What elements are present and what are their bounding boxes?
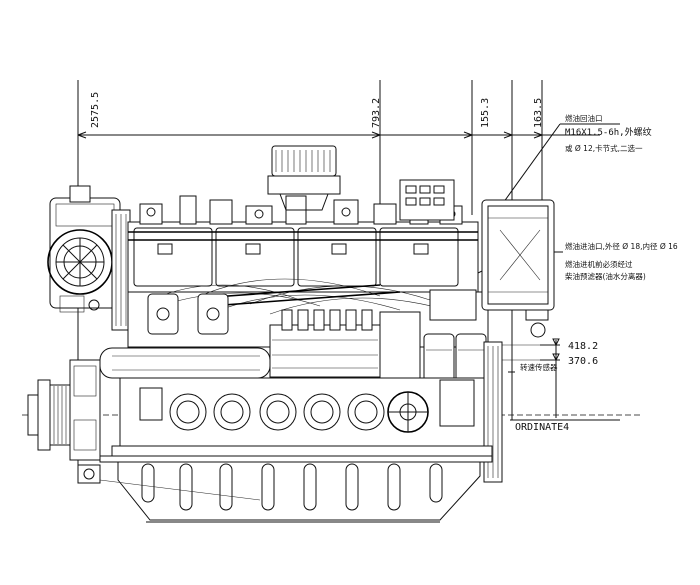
crankcase-covers <box>139 379 475 433</box>
heat-exchanger <box>481 199 555 338</box>
instrument-box <box>399 179 455 221</box>
dim-2575: 2575.5 <box>90 92 101 128</box>
cylinder-heads <box>128 227 478 287</box>
front-pulley <box>22 359 640 484</box>
engine-block <box>99 145 555 483</box>
dim-418: 418.2 <box>568 341 598 352</box>
injection-pump <box>269 309 381 378</box>
turbocharger-assembly <box>47 185 131 331</box>
dim-155: 155.3 <box>480 98 491 128</box>
fuel-inlet-note: 燃油进油口,外径 Ø 18,内径 Ø 16 <box>565 241 678 251</box>
dim-370: 370.6 <box>568 356 598 367</box>
fuel-return-title: 燃油回油口 <box>565 113 603 123</box>
fuel-return-spec1: M16X1.5-6h,外螺纹 <box>565 126 652 138</box>
fuel-return-spec2: 或 Ø 12,卡节式,二选一 <box>565 143 643 153</box>
filter-note-2: 柴油预滤器(油水分离器) <box>565 271 646 281</box>
top-air-inlet <box>267 145 341 211</box>
filter-note-1: 燃油进机前必须经过 <box>565 259 633 269</box>
speed-sensor-note: 转速传感器 <box>520 362 558 372</box>
ordinate-label: ORDINATE4 <box>515 422 569 433</box>
cylinder-plates <box>147 293 229 335</box>
dim-793: 793.2 <box>371 98 382 128</box>
dim-163: 163.5 <box>533 98 544 128</box>
fuel-pipes <box>149 278 461 315</box>
oil-pan <box>99 461 481 523</box>
